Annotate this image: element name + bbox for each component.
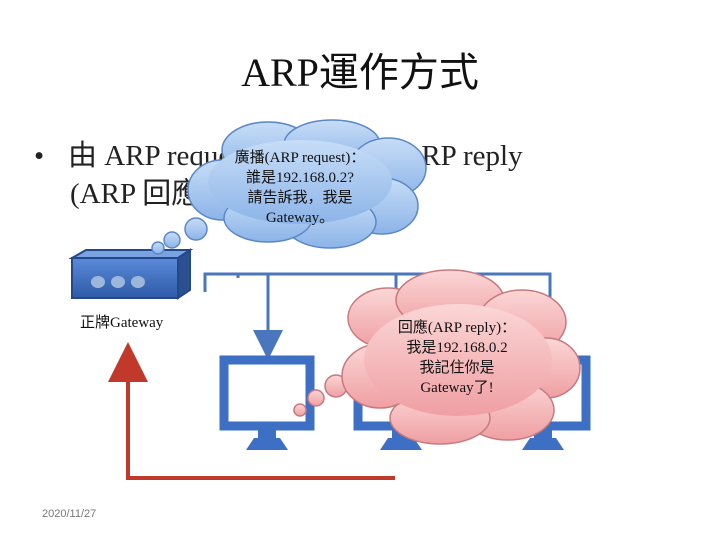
bullet-symbol: • xyxy=(34,140,45,172)
router-device xyxy=(68,248,194,300)
request-line-3: 請告訴我，我是 xyxy=(247,190,353,206)
network-wires xyxy=(203,272,552,300)
request-cloud-text: 廣播(ARP request)： 誰是192.168.0.2? 請告訴我，我是 … xyxy=(220,148,380,228)
reply-cloud xyxy=(293,269,581,445)
reply-line-2: 我是192.168.0.2 xyxy=(406,340,508,356)
request-line-2: 誰是192.168.0.2? xyxy=(246,170,354,186)
reply-arrow xyxy=(108,342,395,480)
footer-date: 2020/11/27 xyxy=(42,508,97,520)
slide-title: ARP運作方式 xyxy=(241,50,479,95)
reply-line-3: 我記住你是 xyxy=(419,360,495,376)
request-line-4: Gateway。 xyxy=(265,210,335,226)
monitor-left xyxy=(219,355,315,450)
reply-line-1: 回應(ARP reply)： xyxy=(397,320,517,336)
reply-line-4: Gateway了! xyxy=(420,380,494,396)
reply-cloud-text: 回應(ARP reply)： 我是192.168.0.2 我記住你是 Gatew… xyxy=(362,318,552,398)
router-label: 正牌Gateway xyxy=(80,315,164,331)
request-cloud xyxy=(151,119,427,255)
request-line-1: 廣播(ARP request)： xyxy=(234,150,366,166)
